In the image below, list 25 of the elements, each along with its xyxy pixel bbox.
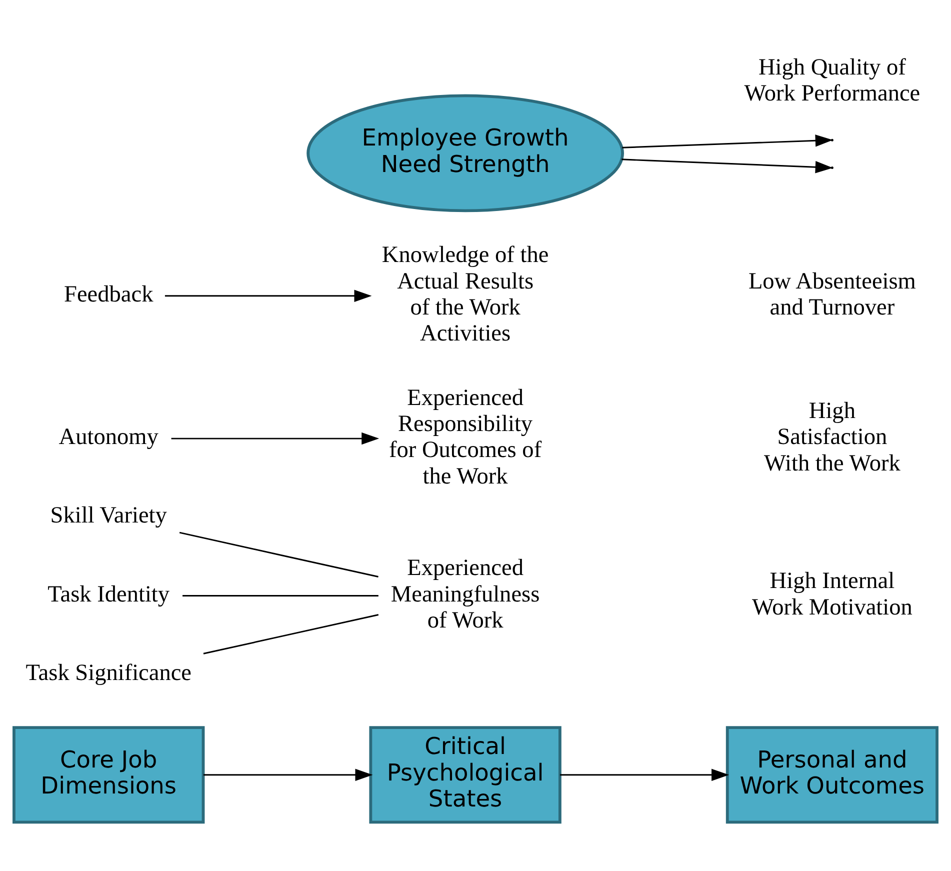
node-text: Experienced Meaningfulness of Work — [390, 554, 540, 634]
node-text: Low Absenteeism and Turnover — [748, 268, 916, 320]
arrow — [171, 432, 380, 444]
node-text: Autonomy — [58, 424, 158, 450]
arrow — [164, 289, 372, 302]
node-text: Task Identity — [48, 580, 170, 607]
node-box: Core Job Dimensions — [12, 726, 205, 824]
connector — [203, 614, 379, 654]
node-text: Knowledge of the Actual Results of the Work Activities — [382, 242, 549, 346]
node-text: High Internal Work Motivation — [752, 568, 912, 620]
arrow — [622, 134, 833, 148]
node-text: Feedback — [64, 280, 154, 307]
arrow — [622, 158, 833, 173]
node-box: Personal and Work Outcomes — [726, 726, 938, 824]
arrow — [203, 768, 373, 780]
node-box: Critical Psychological States — [369, 726, 562, 824]
connector — [182, 594, 378, 596]
node-text: Experienced Responsibility for Outcomes of the Work — [389, 384, 542, 489]
arrow — [560, 768, 730, 780]
node-text: High Quality of Work Performance — [744, 54, 920, 106]
node-text: High Satisfaction With the Work — [764, 397, 900, 476]
node-text: Task Significance — [26, 659, 192, 686]
node-ellipse: Employee Growth Need Strength — [306, 94, 624, 212]
connector — [179, 531, 378, 577]
node-text: Skill Variety — [50, 502, 167, 528]
